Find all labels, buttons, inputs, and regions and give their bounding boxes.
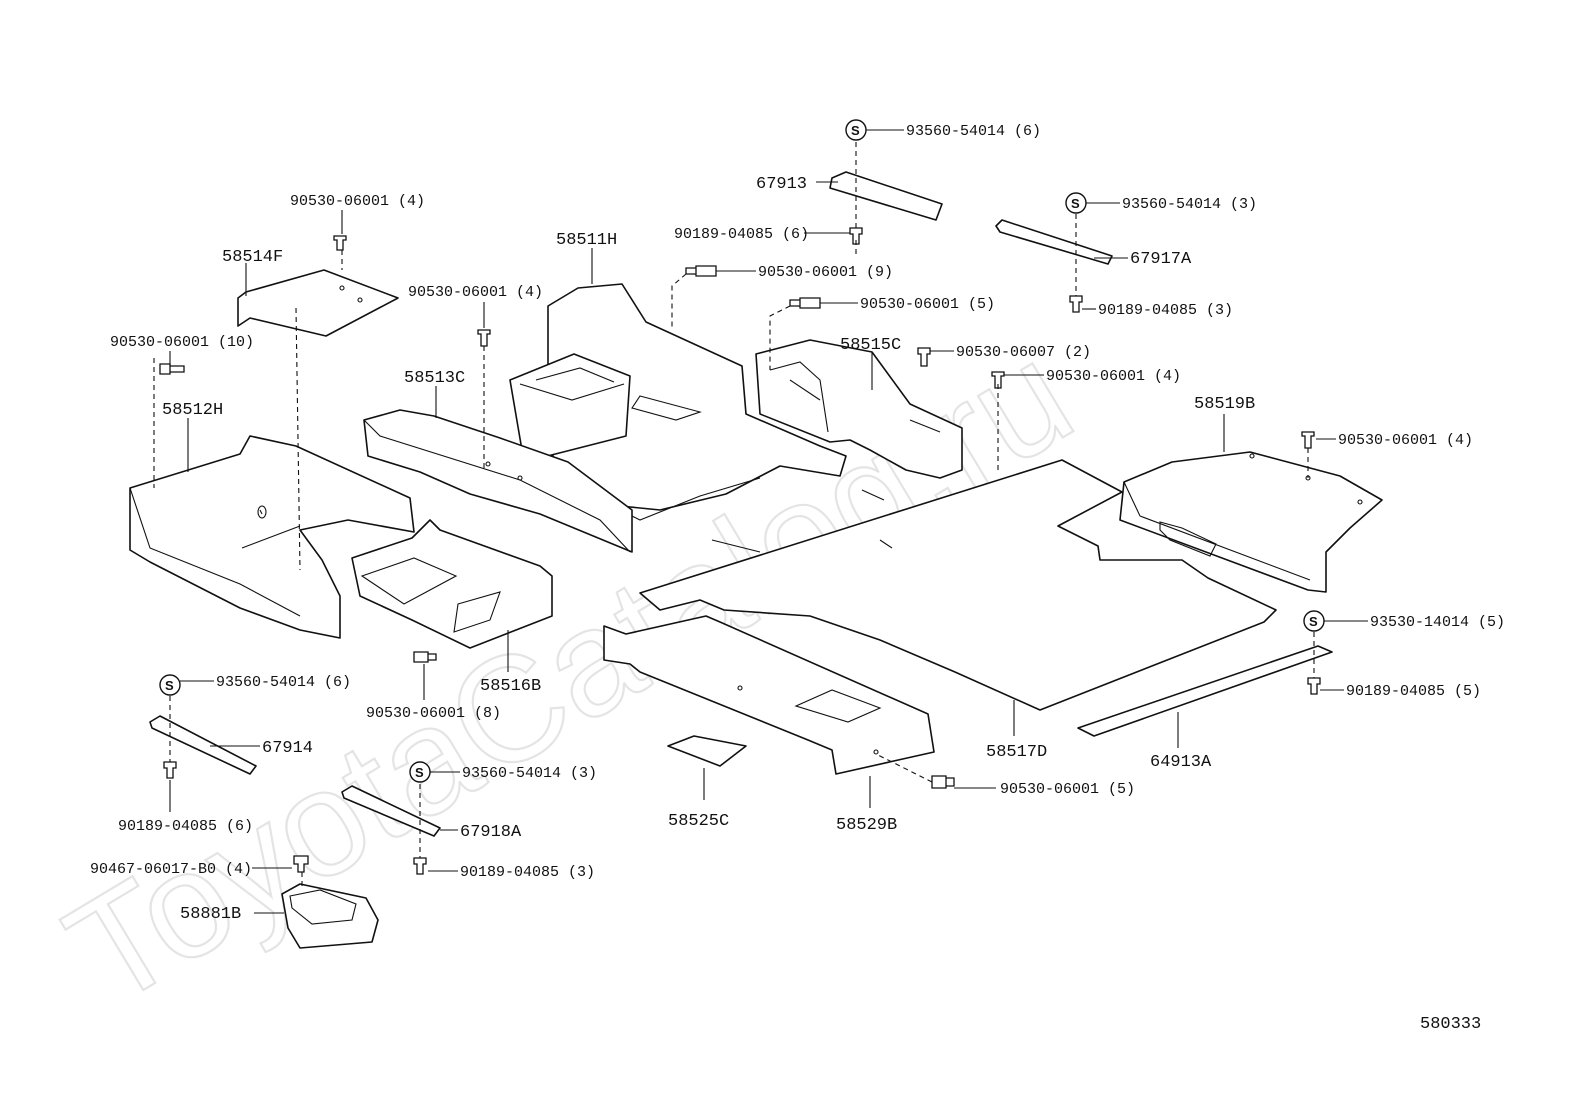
s-symbol-far-right: S	[1303, 610, 1325, 632]
bracket-67914	[149, 715, 257, 775]
label-58515C: 58515C	[840, 336, 901, 355]
leader-lines	[169, 129, 1368, 914]
pad-58525C	[667, 735, 747, 767]
s-symbol-top: S	[845, 119, 867, 141]
label-58529B: 58529B	[836, 816, 897, 835]
label-90530-06001-10: 90530-06001 (10)	[110, 334, 254, 351]
svg-text:S: S	[1071, 196, 1080, 211]
strip-64913A	[1077, 645, 1333, 737]
label-58517D: 58517D	[986, 743, 1047, 762]
label-67918A: 67918A	[460, 823, 522, 842]
part-labels: 93560-54014 (6) 67913 90189-04085 (6) 90…	[90, 123, 1505, 1034]
label-64913A: 64913A	[1150, 753, 1212, 772]
label-93560-54014-6-bot: 93560-54014 (6)	[216, 674, 351, 691]
panel-58529B	[603, 615, 935, 775]
label-90530-06001-4-far: 90530-06001 (4)	[1338, 432, 1473, 449]
label-93560-54014-3-top: 93560-54014 (3)	[1122, 196, 1257, 213]
s-symbol-left: S	[159, 674, 181, 696]
label-90530-06001-9: 90530-06001 (9)	[758, 264, 893, 281]
bracket-67918A	[341, 785, 441, 837]
label-90530-06001-5-top: 90530-06001 (5)	[860, 296, 995, 313]
label-58519B: 58519B	[1194, 395, 1255, 414]
label-58513C: 58513C	[404, 369, 465, 388]
rail-58513C	[363, 409, 633, 553]
label-90530-06001-4-right: 90530-06001 (4)	[1046, 368, 1181, 385]
fasteners	[159, 227, 1321, 875]
label-90530-06001-4-mid: 90530-06001 (4)	[408, 284, 543, 301]
label-67917A: 67917A	[1130, 250, 1192, 269]
label-90530-06001-4-left: 90530-06001 (4)	[290, 193, 425, 210]
label-90189-04085-3-bot: 90189-04085 (3)	[460, 864, 595, 881]
label-90530-06007-2: 90530-06007 (2)	[956, 344, 1091, 361]
label-93560-54014-6-top: 93560-54014 (6)	[906, 123, 1041, 140]
s-symbols: S S S S S	[159, 119, 1325, 783]
s-symbol-bottom: S	[409, 761, 431, 783]
label-58881B: 58881B	[180, 905, 241, 924]
label-93560-54014-3-bot: 93560-54014 (3)	[462, 765, 597, 782]
label-90467-06017-B0: 90467-06017-B0 (4)	[90, 861, 252, 878]
cover-58519B	[1119, 451, 1383, 593]
bracket-67917A	[995, 219, 1113, 265]
label-67914: 67914	[262, 739, 313, 758]
label-90530-06001-5-bot: 90530-06001 (5)	[1000, 781, 1135, 798]
label-58514F: 58514F	[222, 248, 283, 267]
tray-58881B	[281, 883, 379, 949]
panel-58516B	[351, 519, 553, 649]
svg-text:S: S	[1309, 614, 1318, 629]
label-90189-04085-6-top: 90189-04085 (6)	[674, 226, 809, 243]
assembly-lines	[153, 142, 1315, 886]
svg-text:S: S	[851, 123, 860, 138]
label-58512H: 58512H	[162, 401, 223, 420]
svg-text:S: S	[415, 765, 424, 780]
label-58511H: 58511H	[556, 231, 617, 250]
label-90189-04085-6-bot: 90189-04085 (6)	[118, 818, 253, 835]
diagram-code: 580333	[1420, 1015, 1481, 1034]
label-67913: 67913	[756, 175, 807, 194]
label-90530-06001-8: 90530-06001 (8)	[366, 705, 501, 722]
label-93530-14014-5: 93530-14014 (5)	[1370, 614, 1505, 631]
panel-58512H	[129, 435, 415, 639]
label-58525C: 58525C	[668, 812, 729, 831]
floor-mat-58517D	[639, 459, 1277, 711]
label-58516B: 58516B	[480, 677, 541, 696]
label-90189-04085-3-top: 90189-04085 (3)	[1098, 302, 1233, 319]
svg-text:S: S	[165, 678, 174, 693]
bracket-67913	[829, 171, 943, 221]
s-symbol-right: S	[1065, 192, 1087, 214]
flap-58514F	[237, 269, 399, 337]
label-90189-04085-5: 90189-04085 (5)	[1346, 683, 1481, 700]
